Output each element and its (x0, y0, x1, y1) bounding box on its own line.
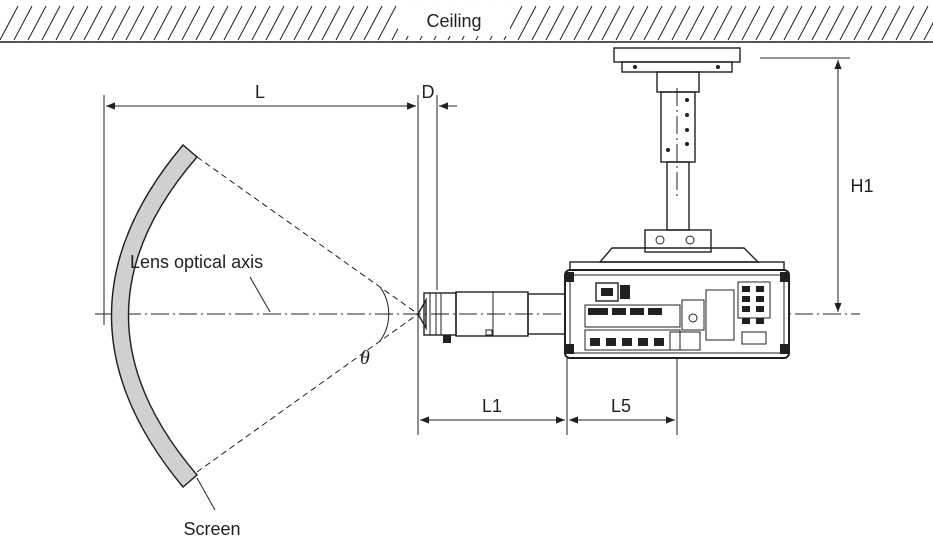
ceiling-label-bg (398, 6, 510, 36)
hatch-stroke (111, 5, 131, 41)
hatch-stroke (55, 5, 75, 41)
hatch-stroke (923, 21, 933, 41)
angle-arc (379, 286, 390, 342)
hatch-stroke (713, 5, 733, 41)
hatch-stroke (139, 5, 159, 41)
hatch-stroke (363, 5, 383, 41)
hatch-stroke (0, 5, 19, 41)
curved-screen (110, 144, 198, 488)
hatch-stroke (671, 5, 691, 41)
hatch-stroke (349, 5, 369, 41)
projection-ray-bottom (196, 313, 419, 473)
dimension-l-label: L (255, 82, 265, 102)
hatch-stroke (237, 5, 257, 41)
hatch-stroke (377, 5, 397, 41)
hatch-stroke (769, 5, 789, 41)
dimension-l1: L1 (420, 355, 568, 435)
screen-label: Screen (183, 519, 240, 539)
hatch-stroke (265, 5, 285, 41)
projection-ray-top (196, 156, 419, 315)
dimension-d: D (398, 82, 457, 290)
hatch-stroke (153, 5, 173, 41)
dimension-l: L (103, 82, 419, 435)
projection-lens (417, 291, 569, 343)
hatch-stroke (167, 5, 187, 41)
hatch-stroke (643, 5, 663, 41)
hatch-stroke (895, 5, 915, 41)
ceiling-hatch (0, 5, 933, 41)
hatch-stroke (83, 5, 103, 41)
hatch-stroke (909, 5, 929, 41)
projector-body (564, 269, 790, 359)
dimension-l1-label: L1 (482, 396, 502, 416)
hatch-stroke (335, 5, 355, 41)
hatch-stroke (545, 5, 565, 41)
hatch-stroke (195, 5, 215, 41)
hatch-stroke (853, 5, 873, 41)
hatch-stroke (825, 5, 845, 41)
screen-leader (196, 477, 216, 511)
ceiling: Ceiling (0, 5, 933, 43)
hatch-stroke (69, 5, 89, 41)
hatch-stroke (279, 5, 299, 41)
hatch-stroke (839, 5, 859, 41)
hatch-stroke (181, 5, 201, 41)
hatch-stroke (601, 5, 621, 41)
hatch-stroke (27, 5, 47, 41)
hatch-stroke (209, 5, 229, 41)
hatch-stroke (223, 5, 243, 41)
dimension-d-label: D (422, 82, 435, 102)
hatch-stroke (867, 5, 887, 41)
hatch-stroke (517, 5, 537, 41)
hatch-stroke (727, 5, 747, 41)
hatch-stroke (251, 5, 271, 41)
hatch-stroke (573, 5, 593, 41)
axis-label: Lens optical axis (130, 252, 263, 272)
dimension-l5: L5 (569, 355, 678, 435)
angle-label: θ (360, 347, 370, 369)
hatch-stroke (755, 5, 775, 41)
ceiling-label: Ceiling (426, 11, 481, 31)
hatch-stroke (783, 5, 803, 41)
hatch-stroke (587, 5, 607, 41)
hatch-stroke (881, 5, 901, 41)
hatch-stroke (41, 5, 61, 41)
hatch-stroke (13, 5, 33, 41)
hatch-stroke (97, 5, 117, 41)
hatch-stroke (657, 5, 677, 41)
hatch-stroke (629, 5, 649, 41)
hatch-stroke (531, 5, 551, 41)
dimension-h1: H1 (760, 57, 874, 312)
hatch-stroke (699, 5, 719, 41)
hatch-stroke (321, 5, 341, 41)
axis-label-leader (249, 276, 271, 313)
hatch-stroke (811, 5, 831, 41)
dimension-h1-label: H1 (850, 176, 873, 196)
hatch-stroke (741, 5, 761, 41)
hatch-stroke (685, 5, 705, 41)
hatch-stroke (293, 5, 313, 41)
hatch-stroke (559, 5, 579, 41)
hatch-stroke (125, 5, 145, 41)
dimension-l5-label: L5 (611, 396, 631, 416)
hatch-stroke (797, 5, 817, 41)
hatch-stroke (307, 5, 327, 41)
hatch-stroke (615, 5, 635, 41)
